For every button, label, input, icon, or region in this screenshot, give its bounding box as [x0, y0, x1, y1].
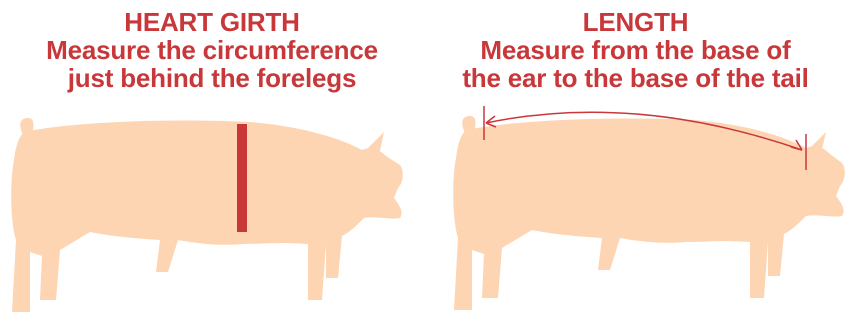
- pig-body: [453, 118, 845, 310]
- heart-girth-line2: just behind the forelegs: [0, 64, 424, 92]
- heart-girth-title: HEART GIRTH: [0, 8, 424, 36]
- length-line2: the ear to the base of the tail: [424, 64, 847, 92]
- heart-girth-panel: HEART GIRTH Measure the circumference ju…: [0, 0, 424, 334]
- length-caption: LENGTH Measure from the base of the ear …: [424, 8, 847, 92]
- heart-girth-marker: [237, 124, 247, 232]
- heart-girth-caption: HEART GIRTH Measure the circumference ju…: [0, 8, 424, 92]
- pig-body: [11, 120, 403, 312]
- length-panel: LENGTH Measure from the base of the ear …: [424, 0, 847, 334]
- length-title: LENGTH: [424, 8, 847, 36]
- heart-girth-line1: Measure the circumference: [0, 36, 424, 64]
- length-line1: Measure from the base of: [424, 36, 847, 64]
